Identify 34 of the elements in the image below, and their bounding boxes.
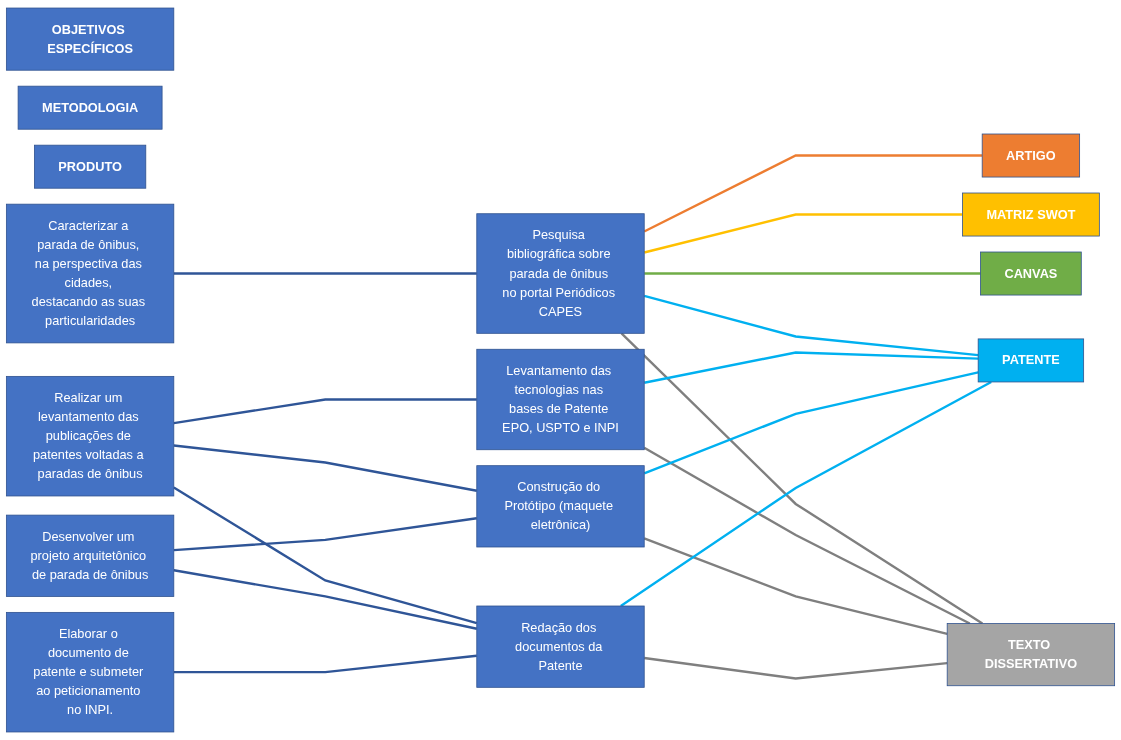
connector xyxy=(173,654,477,674)
node-box: Pesquisa bibliográfica sobre parada de ônibus no portal Periódicos CAPES xyxy=(476,213,645,334)
connector xyxy=(643,154,983,233)
node-box: Desenvolver um projeto arquitetônico de parada de ônibus xyxy=(5,514,175,597)
node-box: PATENTE xyxy=(977,338,1085,383)
node-box: PRODUTO xyxy=(34,144,147,189)
connector xyxy=(173,569,478,630)
connector xyxy=(643,294,979,357)
connector xyxy=(173,398,477,425)
connector xyxy=(643,446,971,625)
node-box: MATRIZ SWOT xyxy=(962,192,1100,237)
node-box: Redação dos documentos da Patente xyxy=(476,605,645,688)
node-box: Construção do Protótipo (maquete eletrônica) xyxy=(476,465,645,548)
connector xyxy=(644,656,948,680)
connector xyxy=(643,213,963,254)
node-box: Levantamento das tecnologias nas bases de Patente EPO, USPTO e INPI xyxy=(476,348,645,451)
connector xyxy=(620,380,992,607)
connector xyxy=(173,272,477,275)
connector xyxy=(173,444,477,492)
connector xyxy=(643,371,979,475)
node-box: Caracterizar a parada de ônibus, na perspectiva das cidades, destacando as suas particularidades xyxy=(5,203,175,344)
node-box: ARTIGO xyxy=(981,133,1081,178)
connector xyxy=(644,272,981,275)
node-box: Elaborar o documento de patente e submeter ao peticionamento no INPI. xyxy=(5,612,175,733)
node-box: OBJETIVOS ESPECÍFICOS xyxy=(5,7,175,71)
node-box: METODOLOGIA xyxy=(17,85,163,130)
connector xyxy=(620,332,983,625)
node-box: TEXTO DISSERTATIVO xyxy=(946,623,1115,687)
node-box: Realizar um levantamento das publicações de patentes voltadas a paradas de ônibus xyxy=(5,376,175,497)
connector xyxy=(173,486,478,625)
node-box: CANVAS xyxy=(980,251,1082,296)
connector xyxy=(643,537,948,636)
connector xyxy=(644,351,979,384)
connector xyxy=(173,517,477,552)
